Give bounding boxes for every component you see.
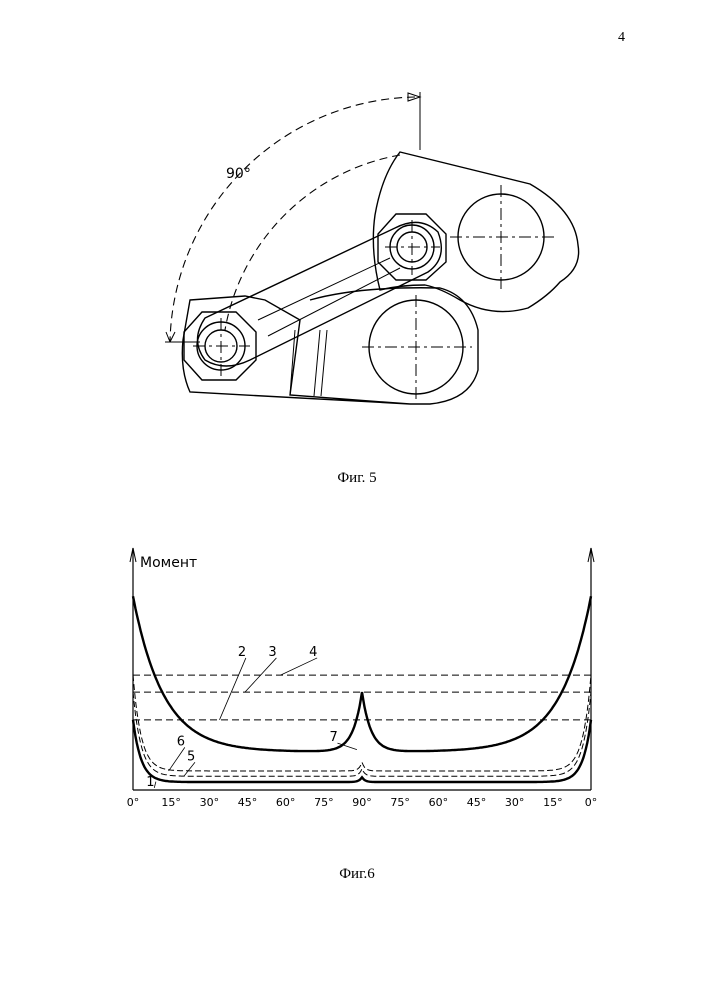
x-tick-label: 45° bbox=[467, 796, 487, 809]
x-tick-label: 15° bbox=[543, 796, 563, 809]
curve-2-label: 2 bbox=[238, 645, 246, 660]
x-tick-label: 75° bbox=[390, 796, 410, 809]
curve-5-leader bbox=[184, 762, 195, 776]
curve-1-label: 1 bbox=[146, 775, 154, 790]
curve-4-leader bbox=[281, 658, 318, 675]
x-tick-label: 30° bbox=[505, 796, 525, 809]
x-tick-label: 90° bbox=[352, 796, 372, 809]
curve-6-label: 6 bbox=[177, 734, 185, 749]
x-tick-label: 60° bbox=[429, 796, 449, 809]
curve-7-label: 7 bbox=[329, 730, 337, 745]
curve-4-label: 4 bbox=[309, 645, 317, 660]
x-tick-label: 60° bbox=[276, 796, 296, 809]
x-tick-label: 45° bbox=[238, 796, 258, 809]
series-7-line bbox=[133, 596, 591, 751]
figure-6-caption: Фиг.6 bbox=[297, 866, 417, 883]
x-tick-label: 0° bbox=[127, 796, 140, 809]
x-tick-label: 0° bbox=[585, 796, 598, 809]
curve-5-label: 5 bbox=[187, 749, 195, 764]
x-tick-label: 30° bbox=[200, 796, 220, 809]
x-tick-label: 15° bbox=[161, 796, 181, 809]
y-axis-label: Момент bbox=[140, 555, 197, 571]
curve-6-leader bbox=[169, 747, 185, 771]
series-6-line bbox=[133, 675, 591, 771]
series-1-line bbox=[133, 720, 591, 782]
x-tick-label: 75° bbox=[314, 796, 334, 809]
curve-3-label: 3 bbox=[268, 645, 276, 660]
curve-2-leader bbox=[220, 658, 246, 720]
